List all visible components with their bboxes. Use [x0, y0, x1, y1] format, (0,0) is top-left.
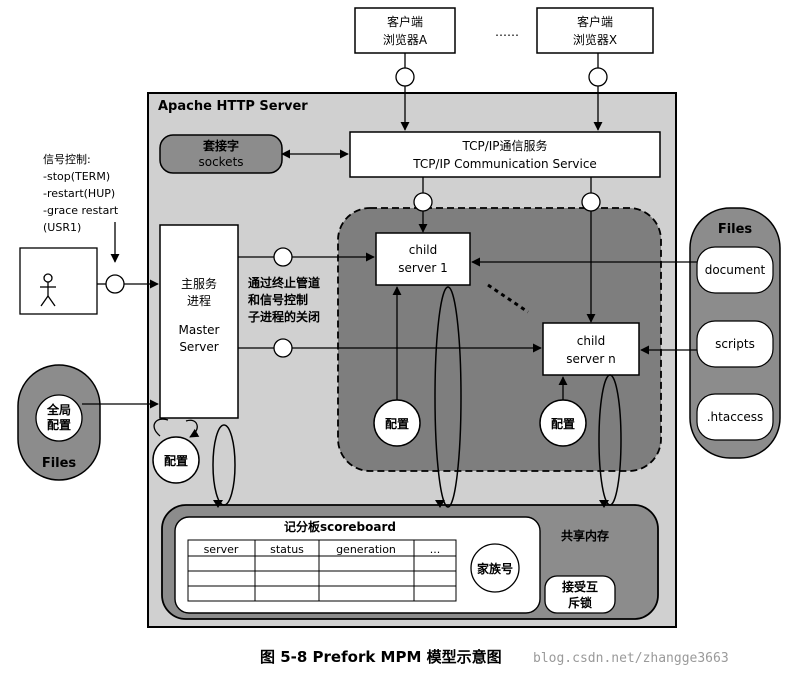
master-line-2: 进程 [187, 293, 211, 308]
childn-line-1: child [577, 334, 606, 348]
sockets-label-en: sockets [198, 155, 243, 169]
client-x-line2: 浏览器X [573, 32, 617, 47]
accept-mutex: 接受互 斥锁 [544, 575, 616, 614]
pipe-note-3: 子进程的关闭 [248, 309, 320, 324]
childn-config: 配置 [539, 399, 587, 447]
global-config-files: 全局 配置 Files [17, 364, 101, 481]
accept-mutex-line-2: 斥锁 [568, 595, 592, 610]
scoreboard-col-status: status [270, 543, 304, 556]
family-id-label: 家族号 [477, 561, 513, 576]
signal-line-2: -stop(TERM) [43, 170, 110, 183]
master-line-3: Master [179, 323, 220, 337]
global-config-line-1: 全局 [46, 402, 71, 417]
scoreboard: 记分板scoreboard server status generation .… [174, 516, 541, 614]
master-config-arrow [153, 418, 197, 437]
tcpip-label-cn: TCP/IP通信服务 [461, 138, 547, 153]
watermark: blog.csdn.net/zhangge3663 [533, 651, 729, 666]
master-config-label: 配置 [164, 453, 188, 468]
child-server-1: child server 1 [375, 232, 471, 286]
pipe-note-1: 通过终止管道 [248, 275, 320, 290]
scoreboard-table [187, 539, 457, 602]
scoreboard-col-generation: generation [336, 543, 396, 556]
scoreboard-col-more: ... [430, 543, 441, 556]
child1-line-1: child [409, 243, 438, 257]
client-ellipsis: …… [495, 25, 519, 39]
master-child-connectors [238, 247, 542, 358]
signal-line-5: (USR1) [43, 221, 81, 234]
client-x-line1: 客户端 [577, 14, 613, 29]
accept-mutex-line-1: 接受互 [562, 579, 598, 594]
childn-line-2: server n [566, 352, 615, 366]
pipe-note-2: 和信号控制 [247, 292, 308, 307]
signal-line-1: 信号控制: [43, 152, 91, 166]
sockets-label-cn: 套接字 [202, 138, 239, 153]
child1-config-label: 配置 [385, 416, 409, 431]
scoreboard-title: 记分板scoreboard [284, 519, 396, 534]
files-right-group: Files document scripts .htaccess [689, 207, 781, 459]
shared-memory-label: 共享内存 [561, 528, 609, 543]
apache-server-title: Apache HTTP Server [158, 99, 308, 114]
person-icon [40, 273, 56, 307]
signal-control-text: 信号控制: -stop(TERM) -restart(HUP) -grace r… [43, 152, 119, 234]
sockets-box: 套接字 sockets [159, 134, 283, 174]
shared-memory-loops [212, 286, 622, 508]
childn-config-label: 配置 [551, 416, 575, 431]
files-right-htaccess: .htaccess [707, 410, 764, 424]
admin-user [19, 247, 98, 315]
master-server-box: 主服务 进程 Master Server [159, 224, 239, 419]
child-ellipsis [487, 283, 529, 314]
child-server-n: child server n [542, 322, 640, 376]
files-right-title: Files [718, 222, 753, 237]
files-left-label: Files [42, 456, 77, 471]
master-line-1: 主服务 [181, 276, 217, 291]
signal-connector [97, 274, 159, 294]
files-right-scripts: scripts [715, 337, 755, 351]
tcpip-label-en: TCP/IP Communication Service [412, 157, 597, 171]
global-config-line-2: 配置 [47, 417, 71, 432]
pipe-note: 通过终止管道 和信号控制 子进程的关闭 [247, 275, 320, 324]
master-line-4: Server [179, 340, 218, 354]
loop-arrowheads [213, 500, 609, 508]
child1-config: 配置 [373, 399, 421, 447]
client-browser-x: 客户端 浏览器X [536, 7, 654, 54]
figure-caption: 图 5-8 Prefork MPM 模型示意图 [260, 648, 502, 666]
scoreboard-col-server: server [204, 543, 239, 556]
child1-line-2: server 1 [398, 261, 447, 275]
files-right-document: document [705, 263, 766, 277]
tcpip-service-box: TCP/IP通信服务 TCP/IP Communication Service [349, 131, 661, 178]
signal-line-3: -restart(HUP) [43, 187, 115, 200]
client-a-line2: 浏览器A [383, 32, 428, 47]
master-config: 配置 [152, 436, 200, 484]
family-id-circle [470, 543, 520, 593]
signal-line-4: -grace restart [43, 204, 119, 217]
client-connectors [395, 53, 608, 131]
tcpip-child-connectors [413, 177, 601, 323]
client-browser-a: 客户端 浏览器A [354, 7, 456, 54]
client-a-line1: 客户端 [387, 14, 423, 29]
